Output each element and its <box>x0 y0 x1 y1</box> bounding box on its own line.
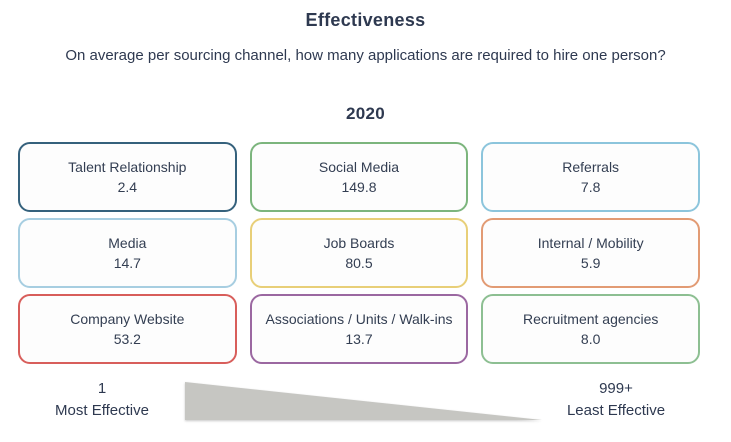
channel-name: Internal / Mobility <box>537 235 644 251</box>
channel-card-grid: Talent Relationship 2.4 Social Media 149… <box>18 142 700 364</box>
channel-name: Company Website <box>70 311 185 327</box>
channel-name: Job Boards <box>323 235 395 251</box>
scale-min-label: Most Effective <box>55 402 149 419</box>
scale-max-value: 999+ <box>599 380 633 397</box>
channel-value: 80.5 <box>345 255 373 271</box>
effectiveness-scale: 1 Most Effective 999+ Least Effective <box>0 376 731 438</box>
scale-least-effective: 999+ Least Effective <box>530 378 702 422</box>
channel-value: 7.8 <box>580 179 601 195</box>
channel-name: Social Media <box>318 159 400 175</box>
channel-name: Media <box>108 235 147 251</box>
channel-name: Associations / Units / Walk-ins <box>265 311 453 327</box>
wedge-shape <box>185 382 542 420</box>
channel-value: 14.7 <box>113 255 141 271</box>
scale-min-value: 1 <box>97 380 107 397</box>
channel-card-referrals: Referrals 7.8 <box>481 142 700 212</box>
channel-value: 13.7 <box>345 331 373 347</box>
effectiveness-wedge-icon <box>185 382 542 420</box>
channel-card-company-website: Company Website 53.2 <box>18 294 237 364</box>
channel-value: 2.4 <box>117 179 138 195</box>
year-heading: 2020 <box>345 104 386 123</box>
channel-card-social-media: Social Media 149.8 <box>249 142 469 212</box>
channel-card-talent-relationship: Talent Relationship 2.4 <box>18 142 237 212</box>
channel-card-job-boards: Job Boards 80.5 <box>249 218 469 288</box>
scale-max-label: Least Effective <box>566 402 666 419</box>
channel-value: 53.2 <box>113 331 141 347</box>
channel-value: 5.9 <box>580 255 601 271</box>
channel-name: Referrals <box>562 159 620 175</box>
channel-value: 149.8 <box>341 179 377 195</box>
channel-card-media: Media 14.7 <box>18 218 237 288</box>
channel-name: Talent Relationship <box>68 159 187 175</box>
channel-value: 8.0 <box>580 331 601 347</box>
page-title: Effectiveness <box>305 10 426 30</box>
channel-card-recruitment-agencies: Recruitment agencies 8.0 <box>481 294 700 364</box>
scale-most-effective: 1 Most Effective <box>22 378 182 422</box>
page-subtitle: On average per sourcing channel, how man… <box>65 47 666 64</box>
channel-name: Recruitment agencies <box>522 311 659 327</box>
channel-card-internal-mobility: Internal / Mobility 5.9 <box>481 218 700 288</box>
channel-card-associations: Associations / Units / Walk-ins 13.7 <box>249 294 469 364</box>
